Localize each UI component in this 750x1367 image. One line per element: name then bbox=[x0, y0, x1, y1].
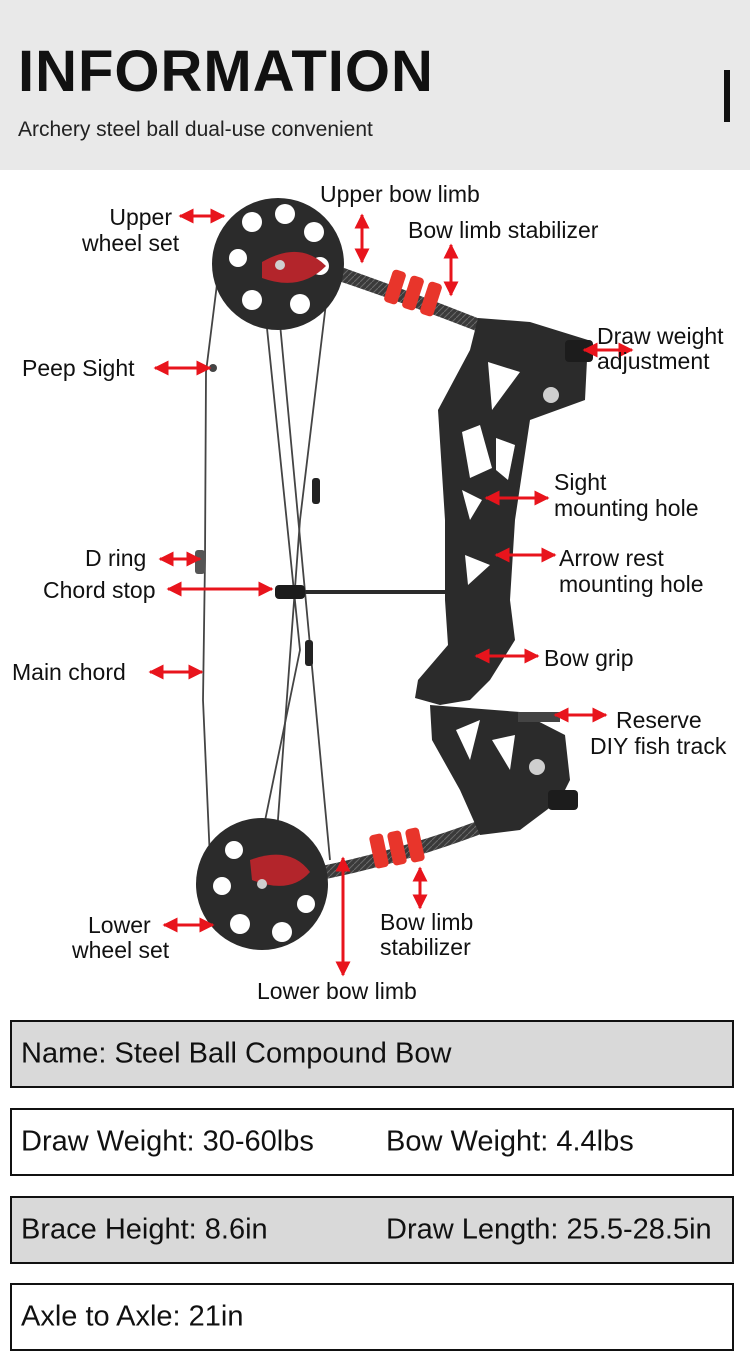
cable-a bbox=[257, 259, 301, 856]
riser-lower-shape bbox=[430, 705, 570, 835]
riser-upper-shape bbox=[415, 318, 588, 705]
spec-axle-to-axle: Axle to Axle: 21in bbox=[21, 1300, 244, 1333]
spec-bow-weight: Bow Weight: 4.4lbs bbox=[386, 1125, 634, 1158]
spec-draw-weight: Draw Weight: 30-60lbs bbox=[21, 1125, 314, 1158]
main-string bbox=[202, 227, 225, 861]
label-bow-limb-stabilizer-top: Bow limb stabilizer bbox=[408, 217, 599, 243]
page-title: INFORMATION bbox=[18, 39, 434, 104]
header: INFORMATION Archery steel ball dual-use … bbox=[0, 0, 750, 170]
lower-limb-pocket bbox=[548, 790, 578, 810]
spec-weights-box: Draw Weight: 30-60lbs Bow Weight: 4.4lbs bbox=[10, 1108, 734, 1176]
cable-slide-lower bbox=[305, 640, 313, 666]
label-draw-weight-2: adjustment bbox=[597, 348, 710, 374]
peep-sight-mark bbox=[209, 364, 217, 372]
label-lower-bow-limb: Lower bow limb bbox=[257, 978, 417, 1004]
spec-axle-box: Axle to Axle: 21in bbox=[10, 1283, 734, 1351]
cable-b bbox=[274, 269, 331, 861]
cable-c bbox=[274, 269, 331, 861]
label-arrow-rest: Arrow rest bbox=[559, 545, 664, 571]
label-draw-weight: Draw weight bbox=[597, 323, 724, 349]
d-ring-mark bbox=[195, 550, 205, 574]
label-sight-mounting-2: mounting hole bbox=[554, 495, 699, 521]
label-bow-grip: Bow grip bbox=[544, 645, 634, 671]
label-stabilizer-bottom-2: stabilizer bbox=[380, 934, 471, 960]
cable-slide-upper bbox=[312, 478, 320, 504]
label-peep-sight: Peep Sight bbox=[22, 355, 135, 381]
accent-bar bbox=[724, 70, 730, 122]
spec-name-box: Name: Steel Ball Compound Bow bbox=[10, 1020, 734, 1088]
label-lower-wheel-set-2: wheel set bbox=[72, 937, 170, 963]
label-fish-track: Reserve bbox=[616, 707, 702, 733]
label-upper-bow-limb: Upper bow limb bbox=[320, 181, 480, 207]
spec-brace-height: Brace Height: 8.6in bbox=[21, 1213, 268, 1246]
label-sight-mounting: Sight bbox=[554, 469, 607, 495]
spec-name: Name: Steel Ball Compound Bow bbox=[21, 1037, 452, 1070]
spec-lengths-box: Brace Height: 8.6in Draw Length: 25.5-28… bbox=[10, 1196, 734, 1264]
page-subtitle: Archery steel ball dual-use convenient bbox=[18, 118, 373, 141]
label-upper-wheel-set: Upper bbox=[60, 204, 172, 230]
upper-cam-shape bbox=[212, 198, 344, 330]
chord-stop-shape bbox=[275, 585, 305, 599]
annotation-arrows bbox=[148, 208, 634, 977]
spec-draw-length: Draw Length: 25.5-28.5in bbox=[386, 1213, 712, 1246]
label-fish-track-2: DIY fish track bbox=[590, 733, 727, 759]
label-arrow-rest-2: mounting hole bbox=[559, 571, 704, 597]
limb-bolt-upper bbox=[543, 387, 559, 403]
fish-track-rail bbox=[518, 712, 560, 722]
bow-diagram bbox=[148, 198, 634, 977]
upper-stabilizer-shape bbox=[384, 269, 442, 317]
label-chord-stop: Chord stop bbox=[43, 577, 156, 603]
label-main-chord: Main chord bbox=[12, 659, 126, 685]
label-lower-wheel-set: Lower bbox=[88, 912, 151, 938]
limb-bolt-lower bbox=[529, 759, 545, 775]
label-line: Upper bbox=[109, 204, 172, 230]
label-d-ring: D ring bbox=[85, 545, 147, 571]
lower-stabilizer-shape bbox=[369, 827, 425, 869]
label-stabilizer-bottom: Bow limb bbox=[380, 909, 474, 935]
label-upper-wheel-set-2: wheel set bbox=[82, 230, 180, 256]
lower-cam-shape bbox=[196, 818, 328, 950]
riser-cutouts bbox=[456, 362, 520, 770]
